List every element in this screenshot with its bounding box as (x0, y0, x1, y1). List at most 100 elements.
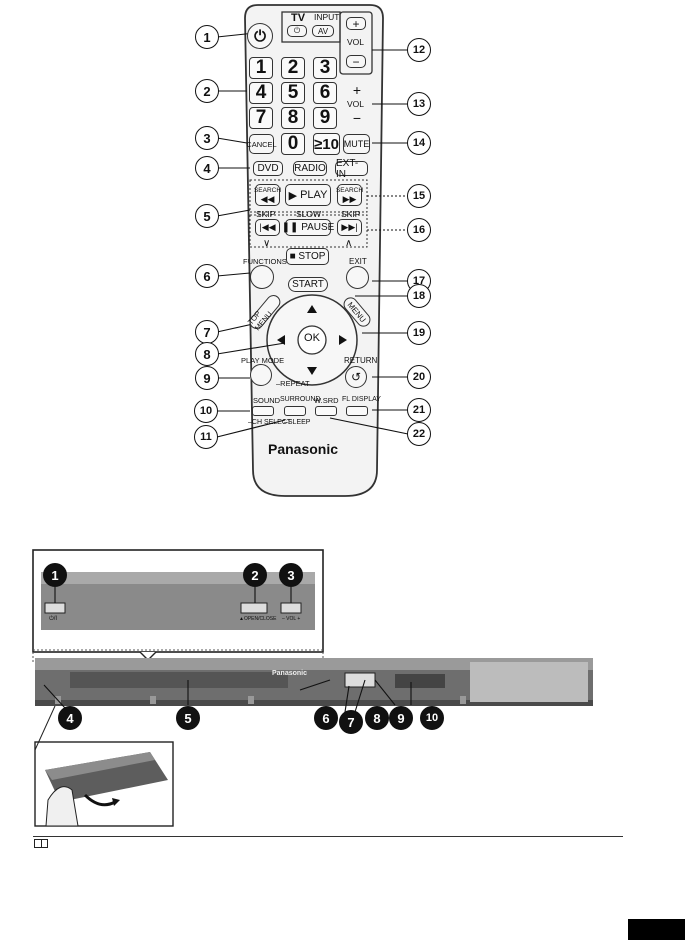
unit-vol-label: – VOL + (282, 616, 301, 622)
return-button[interactable]: ↺ (345, 366, 367, 388)
callout-14: 14 (407, 131, 431, 155)
stop-icon: ■ (289, 251, 299, 262)
skip-label-right: SKIP (341, 209, 361, 219)
stop-label: STOP (298, 251, 326, 262)
callout-11: 11 (194, 425, 218, 449)
power-button-zoom[interactable] (45, 603, 65, 613)
vol-label: VOL (347, 99, 365, 109)
tv-vol-up-button[interactable]: + (346, 17, 366, 31)
page-tab (628, 919, 685, 940)
usb-port[interactable] (345, 673, 375, 687)
volume-buttons[interactable] (281, 603, 301, 613)
return-label: RETURN (344, 356, 378, 365)
book-icon (34, 839, 48, 848)
book-spine (41, 840, 42, 848)
ok-button[interactable]: OK (304, 332, 320, 344)
footer-divider (33, 836, 623, 837)
play-icon: ▶ (288, 189, 301, 202)
key-2[interactable]: 2 (281, 57, 305, 79)
pause-label: PAUSE (301, 222, 335, 233)
surround-label: SURROUND (280, 396, 321, 403)
skip-back-button[interactable]: |◀◀ (255, 219, 280, 236)
unit-callout-4: 4 (58, 706, 82, 730)
skip-forward-icon: ▶▶| (341, 222, 358, 232)
callout-9: 9 (195, 366, 219, 390)
wsrd-label: W.SRD (314, 396, 339, 405)
play-label: PLAY (300, 189, 328, 201)
callout-4: 4 (195, 156, 219, 180)
exit-label: EXIT (349, 257, 367, 266)
open-close-label: ▲OPEN/CLOSE (239, 616, 277, 622)
unit-callout-1: 1 (43, 563, 67, 587)
key-8[interactable]: 8 (281, 107, 305, 129)
tv-power-button[interactable]: ⏻ (287, 25, 307, 37)
unit-callout-3: 3 (279, 563, 303, 587)
callout-5: 5 (195, 204, 219, 228)
unit-brand-logo: Panasonic (272, 670, 308, 677)
start-button[interactable]: START (288, 277, 328, 292)
functions-button[interactable] (250, 265, 274, 289)
play-mode-button[interactable] (250, 364, 272, 386)
slow-label: SLOW (296, 209, 322, 219)
skip-label-left: SKIP (256, 209, 276, 219)
remote-control: ⏻ TV INPUT ⏻ AV + VOL − 1 2 3 4 5 6 7 8 … (194, 4, 431, 497)
key-10-plus[interactable]: ≥10 (313, 133, 340, 155)
tv-vol-down-button[interactable]: − (346, 55, 366, 69)
key-9[interactable]: 9 (313, 107, 337, 129)
exit-button[interactable] (346, 266, 369, 289)
chevron-down-icon: ∨ (263, 238, 271, 249)
return-icon: ↺ (350, 370, 362, 384)
unit-callout-9: 9 (389, 706, 413, 730)
sound-button[interactable] (252, 406, 274, 416)
functions-label: FUNCTIONS (243, 257, 287, 266)
vol-up-button[interactable]: + (352, 81, 362, 98)
search-back-button[interactable]: SEARCH◀◀ (254, 184, 281, 206)
play-button[interactable]: ▶ PLAY (285, 184, 331, 206)
key-1[interactable]: 1 (249, 57, 273, 79)
ext-in-button[interactable]: EXT-IN (335, 158, 368, 180)
fl-display-label: FL DISPLAY (342, 396, 381, 403)
vol-down-button[interactable]: − (352, 109, 362, 126)
av-button[interactable]: AV (312, 25, 334, 37)
callout-3: 3 (195, 126, 219, 150)
ch-select-label: –CH SELECT (248, 419, 292, 426)
wsrd-button[interactable] (315, 406, 337, 416)
search-forward-label: SEARCH (335, 187, 364, 194)
pause-button[interactable]: ❚❚ PAUSE (282, 219, 335, 236)
mute-button[interactable]: MUTE (343, 134, 370, 154)
play-mode-label: PLAY MODE (241, 356, 285, 365)
remote-brand-logo: Panasonic (268, 441, 339, 457)
fl-display-button[interactable] (346, 406, 368, 416)
callout-13: 13 (407, 92, 431, 116)
sleep-label: –SLEEP (284, 419, 311, 426)
chevron-up-icon: ∧ (345, 238, 353, 249)
callout-6: 6 (195, 264, 219, 288)
key-3[interactable]: 3 (313, 57, 337, 79)
skip-forward-button[interactable]: ▶▶| (337, 219, 362, 236)
key-0[interactable]: 0 (281, 133, 305, 155)
unit-callout-10: 10 (420, 706, 444, 730)
dvd-button[interactable]: DVD (253, 161, 283, 176)
radio-button[interactable]: RADIO (293, 161, 327, 176)
main-unit-diagram: ⏻/I ▲OPEN/CLOSE – VOL + Panasonic 1 2 3 … (0, 540, 685, 830)
power-button[interactable]: ⏻ (247, 23, 273, 49)
tv-vol-label: VOL (347, 37, 365, 47)
callout-22: 22 (407, 422, 431, 446)
repeat-label: –REPEAT (276, 379, 310, 388)
callout-15: 15 (407, 184, 431, 208)
callout-16: 16 (407, 218, 431, 242)
key-5[interactable]: 5 (281, 82, 305, 104)
key-7[interactable]: 7 (249, 107, 273, 129)
search-forward-button[interactable]: SEARCH▶▶ (335, 184, 364, 206)
key-6[interactable]: 6 (313, 82, 337, 104)
tv-label: TV (291, 12, 306, 24)
callout-7: 7 (195, 320, 219, 344)
key-4[interactable]: 4 (249, 82, 273, 104)
remote-body (216, 4, 409, 497)
surround-button[interactable] (284, 406, 306, 416)
callout-10: 10 (194, 399, 218, 423)
stop-button[interactable]: ■ STOP (286, 248, 329, 265)
skip-back-icon: |◀◀ (259, 222, 276, 232)
open-close-button[interactable] (241, 603, 267, 613)
cancel-button[interactable]: CANCEL (246, 134, 277, 154)
